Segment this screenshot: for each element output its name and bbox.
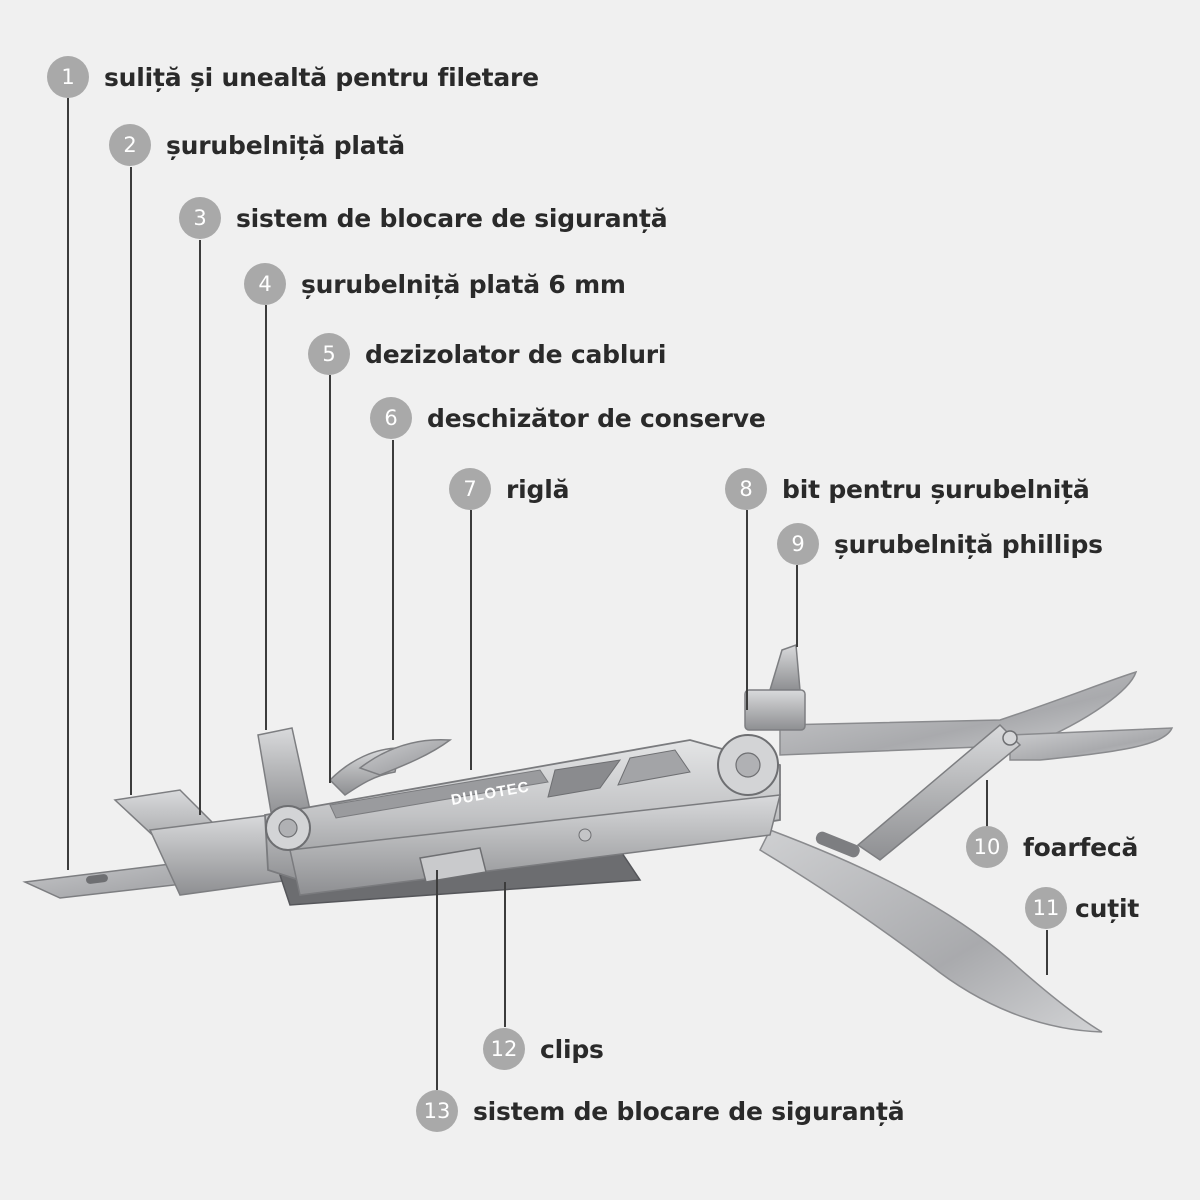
- flat-screwdriver-6mm: [257, 727, 311, 819]
- knife-slot: [815, 831, 860, 858]
- callout-label: riglă: [506, 474, 570, 504]
- callout-1: 1 suliță și unealtă pentru filetare: [47, 56, 539, 98]
- callout-number-badge: 8: [725, 468, 767, 510]
- leader-line-6: [392, 440, 394, 740]
- callout-7: 7 riglă: [449, 468, 569, 510]
- callout-5: 5 dezizolator de cabluri: [308, 333, 667, 375]
- rivet: [578, 828, 592, 842]
- callout-11: 11 cuțit: [1025, 887, 1139, 929]
- ruler-window: [547, 759, 622, 798]
- callout-label: șurubelniță phillips: [834, 529, 1103, 559]
- callout-label: cuțit: [1075, 893, 1140, 923]
- leader-line-13: [436, 870, 438, 1090]
- callout-label: foarfecă: [1023, 832, 1139, 862]
- callout-3: 3 sistem de blocare de siguranță: [179, 197, 668, 239]
- leader-line-8: [746, 510, 748, 710]
- leader-line-7: [470, 510, 472, 770]
- callout-number-badge: 6: [370, 397, 412, 439]
- callout-number-badge: 9: [777, 523, 819, 565]
- callout-2: 2 șurubelniță plată: [109, 124, 405, 166]
- callout-8: 8 bit pentru șurubelniță: [725, 468, 1090, 510]
- callout-number-badge: 5: [308, 333, 350, 375]
- leader-line-12: [504, 882, 506, 1027]
- callout-number-badge: 12: [483, 1028, 525, 1070]
- knife-blade: [759, 829, 1103, 1033]
- callout-label: sistem de blocare de siguranță: [473, 1096, 905, 1126]
- leader-line-11: [1046, 930, 1048, 975]
- phillips-bit: [768, 643, 801, 691]
- callout-number-badge: 1: [47, 56, 89, 98]
- can-opener: [358, 738, 453, 776]
- callout-number-badge: 3: [179, 197, 221, 239]
- scissors-blade-lower: [1009, 727, 1174, 761]
- ruler-window: [617, 749, 691, 786]
- callout-number-badge: 4: [244, 263, 286, 305]
- scissors-pivot: [1002, 730, 1018, 746]
- leader-line-5: [329, 375, 331, 783]
- ruler-cutout: [329, 769, 549, 819]
- leader-line-2: [130, 167, 132, 795]
- leader-line-9: [796, 565, 798, 647]
- callout-12: 12 clips: [483, 1028, 604, 1070]
- spear-hole: [86, 874, 108, 884]
- callout-number-badge: 2: [109, 124, 151, 166]
- callout-13: 13 sistem de blocare de siguranță: [416, 1090, 905, 1132]
- callout-label: dezizolator de cabluri: [365, 339, 667, 369]
- callout-number-badge: 13: [416, 1090, 458, 1132]
- callout-label: clips: [540, 1034, 604, 1064]
- callout-label: suliță și unealtă pentru filetare: [104, 62, 539, 92]
- callout-number-badge: 10: [966, 826, 1008, 868]
- leader-line-3: [199, 240, 201, 815]
- callout-9: 9 șurubelniță phillips: [777, 523, 1103, 565]
- callout-6: 6 deschizător de conserve: [370, 397, 766, 439]
- callout-label: deschizător de conserve: [427, 403, 766, 433]
- callout-4: 4 șurubelniță plată 6 mm: [244, 263, 626, 305]
- callout-label: sistem de blocare de siguranță: [236, 203, 668, 233]
- pivot-screw-left-inner: [278, 818, 298, 838]
- leader-line-4: [265, 305, 267, 730]
- callout-label: șurubelniță plată 6 mm: [301, 269, 626, 299]
- lower-frame: [289, 794, 781, 896]
- callout-number-badge: 11: [1025, 887, 1067, 929]
- callout-number-badge: 7: [449, 468, 491, 510]
- callout-10: 10 foarfecă: [966, 826, 1138, 868]
- callout-label: bit pentru șurubelniță: [782, 474, 1090, 504]
- callout-label: șurubelniță plată: [166, 130, 405, 160]
- leader-line-10: [986, 780, 988, 846]
- leader-line-1: [67, 98, 69, 870]
- pivot-screw-right-inner: [735, 752, 761, 778]
- screwdriver-bit: [744, 689, 806, 731]
